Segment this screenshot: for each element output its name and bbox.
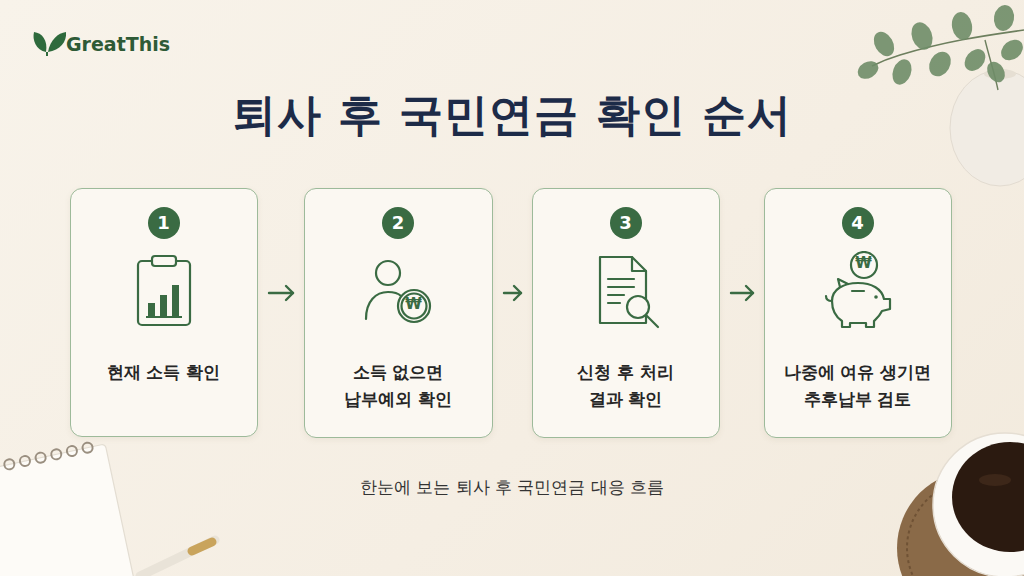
currency-symbol: ₩ <box>405 297 422 312</box>
eucalyptus <box>854 3 1024 90</box>
step-number: 4 <box>842 207 874 239</box>
coffee-cup <box>897 433 1024 576</box>
logo-leaf <box>34 32 67 56</box>
notebook <box>0 439 141 576</box>
vase <box>950 69 1024 186</box>
brand-name: GreatThis <box>66 33 170 55</box>
flow-arrow <box>731 286 753 300</box>
process-box: 3 신청 후 처리 결과 확인 <box>532 188 720 438</box>
step-number: 3 <box>610 207 642 239</box>
pen <box>140 540 215 576</box>
process-box: 4 나중에 여유 생기면 추후납부 검토 ₩ <box>764 188 952 438</box>
chart-clipboard-icon <box>124 251 204 331</box>
currency-symbol: ₩ <box>855 256 872 271</box>
flow-arrow <box>504 286 521 300</box>
step-number: 2 <box>382 207 414 239</box>
flow-arrow <box>269 286 293 300</box>
step-text: 신청 후 처리 결과 확인 <box>566 359 686 413</box>
title: 퇴사 후 국민연금 확인 순서 <box>0 86 1024 145</box>
step-text: 소득 없으면 납부예외 확인 <box>333 359 463 413</box>
process-box: 1 현재 소득 확인 <box>70 188 258 437</box>
caption: 한눈에 보는 퇴사 후 국민연금 대응 흐름 <box>0 476 1024 499</box>
process-box: 2 소득 없으면 납부예외 확인 ₩ <box>304 188 493 438</box>
step-number: 1 <box>148 207 180 239</box>
document-search-icon <box>586 251 666 331</box>
step-text: 나중에 여유 생기면 추후납부 검토 <box>780 359 936 413</box>
person-coin-icon <box>358 251 438 331</box>
step-text: 현재 소득 확인 <box>80 359 248 386</box>
